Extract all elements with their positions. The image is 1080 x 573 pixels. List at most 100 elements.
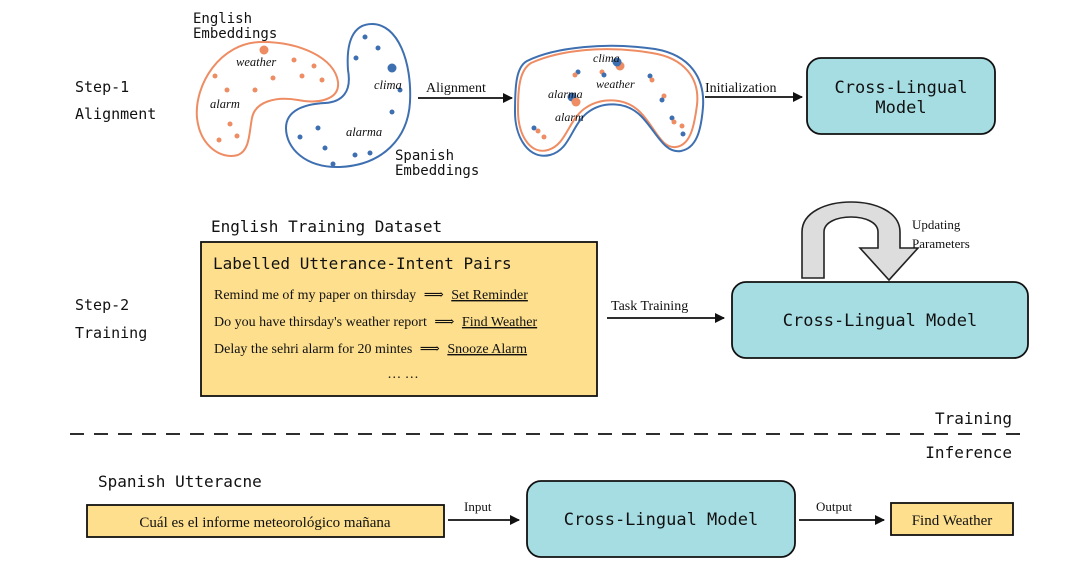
spanish-utterance-box [86, 504, 445, 538]
model-box-step1 [806, 57, 996, 135]
task-training-arrow-label: Task Training [611, 299, 688, 314]
english-embeddings-label-line1: English [193, 11, 252, 27]
aligned-point-orange [671, 119, 677, 125]
aligned-points [531, 57, 686, 140]
word-weather: weather [236, 55, 276, 69]
model-box-step2 [731, 281, 1029, 359]
alignment-arrow-label: Alignment [426, 81, 486, 96]
spanish-point [397, 87, 403, 93]
spanish-embedding-cloud [284, 22, 412, 169]
aligned-point-orange [572, 72, 578, 78]
spanish-point [362, 34, 368, 40]
pair-intent: Set Reminder [451, 288, 528, 303]
aligned-point-blue [612, 57, 622, 67]
spanish-embeddings-label-line2: Embeddings [395, 163, 479, 179]
dataset-pair-3: Delay the sehri alarm for 20 mintes ⟹ Sn… [214, 342, 527, 357]
aligned-point-orange [661, 93, 667, 99]
english-point [216, 137, 222, 143]
english-point [252, 87, 258, 93]
phase-label-inference: Inference [925, 443, 1012, 462]
aligned-spanish-cloud [513, 44, 705, 157]
model-step1-line2: Model [875, 98, 926, 118]
english-embeddings-label-line2: Embeddings [193, 26, 277, 42]
output-arrow-label: Output [816, 499, 853, 514]
aligned-word-alarma: alarma [548, 87, 583, 101]
updating-label-line1: Updating [912, 217, 961, 232]
step1-subtitle: Alignment [75, 105, 156, 123]
svg-text:Delay the sehri alarm for 20 m: Delay the sehri alarm for 20 mintes ⟹ Sn… [214, 342, 527, 357]
word-clima: clima [374, 78, 402, 92]
dataset-heading: English Training Dataset [211, 217, 442, 236]
aligned-point-blue [601, 72, 607, 78]
step2-subtitle: Training [75, 324, 147, 342]
dataset-ellipsis: … … [387, 367, 419, 382]
spanish-point [330, 161, 336, 167]
model-box-inference [526, 480, 796, 558]
aligned-point-orange [541, 134, 547, 140]
spanish-point [315, 125, 321, 131]
svg-text:Do you have thirsday's weather: Do you have thirsday's weather report ⟹ … [214, 315, 537, 330]
inference-heading: Spanish Utteracne [98, 472, 262, 491]
english-point [259, 45, 269, 55]
pair-utterance: Remind me of my paper on thirsday [214, 288, 416, 303]
english-point [311, 63, 317, 69]
spanish-point [352, 152, 358, 158]
english-point [212, 73, 218, 79]
english-point [224, 87, 230, 93]
dataset-box-title: Labelled Utterance-Intent Pairs [213, 254, 512, 273]
spanish-point [387, 63, 397, 73]
aligned-point-blue [647, 73, 653, 79]
model-step1-line1: Cross-Lingual [834, 78, 967, 98]
aligned-point-orange [679, 123, 685, 129]
word-alarm: alarm [210, 97, 240, 111]
aligned-point-blue [680, 131, 686, 137]
initialization-arrow-label: Initialization [705, 81, 777, 96]
english-points [212, 45, 325, 143]
updating-label-line2: Parameters [912, 236, 970, 251]
spanish-point [297, 134, 303, 140]
aligned-english-cloud [516, 48, 699, 152]
result-text: Find Weather [912, 513, 993, 529]
english-point [319, 77, 325, 83]
step1-label: Step-1 Alignment [75, 78, 156, 123]
pair-utterance: Delay the sehri alarm for 20 mintes [214, 342, 412, 357]
spanish-embeddings-label-line1: Spanish [395, 148, 454, 164]
aligned-word-alarm: alarm [555, 110, 584, 124]
update-loop-icon [801, 201, 920, 282]
pair-intent: Find Weather [462, 315, 538, 330]
spanish-points [297, 34, 403, 167]
spanish-point [367, 150, 373, 156]
aligned-point-orange [649, 77, 655, 83]
dataset-pair-1: Remind me of my paper on thirsday ⟹ Set … [214, 288, 528, 303]
dataset-pair-2: Do you have thirsday's weather report ⟹ … [214, 315, 537, 330]
spanish-utterance-text: Cuál es el informe meteorológico mañana [139, 515, 391, 531]
aligned-point-blue [669, 115, 675, 121]
aligned-point-blue [531, 125, 537, 131]
english-point [270, 75, 276, 81]
dataset-box [200, 241, 598, 397]
word-alarma: alarma [346, 125, 382, 139]
english-point [299, 73, 305, 79]
svg-text:Remind me of my paper on thirs: Remind me of my paper on thirsday ⟹ Set … [214, 288, 528, 303]
english-point [291, 57, 297, 63]
pair-utterance: Do you have thirsday's weather report [214, 315, 427, 330]
input-arrow-label: Input [464, 499, 492, 514]
step1-title: Step-1 [75, 78, 129, 96]
step2-label: Step-2 Training [75, 296, 147, 342]
pair-intent: Snooze Alarm [447, 342, 527, 357]
phase-label-training: Training [935, 409, 1012, 428]
spanish-point [322, 145, 328, 151]
aligned-word-weather: weather [596, 77, 635, 91]
english-embedding-cloud [195, 40, 340, 157]
implies-icon: ⟹ [420, 342, 440, 357]
implies-icon: ⟹ [424, 288, 444, 303]
spanish-point [375, 45, 381, 51]
implies-icon: ⟹ [434, 315, 454, 330]
aligned-point-orange [535, 128, 541, 134]
result-box [890, 502, 1014, 536]
aligned-word-clima: clima [593, 51, 620, 65]
model-inference-label: Cross-Lingual Model [564, 510, 758, 530]
spanish-point [389, 109, 395, 115]
